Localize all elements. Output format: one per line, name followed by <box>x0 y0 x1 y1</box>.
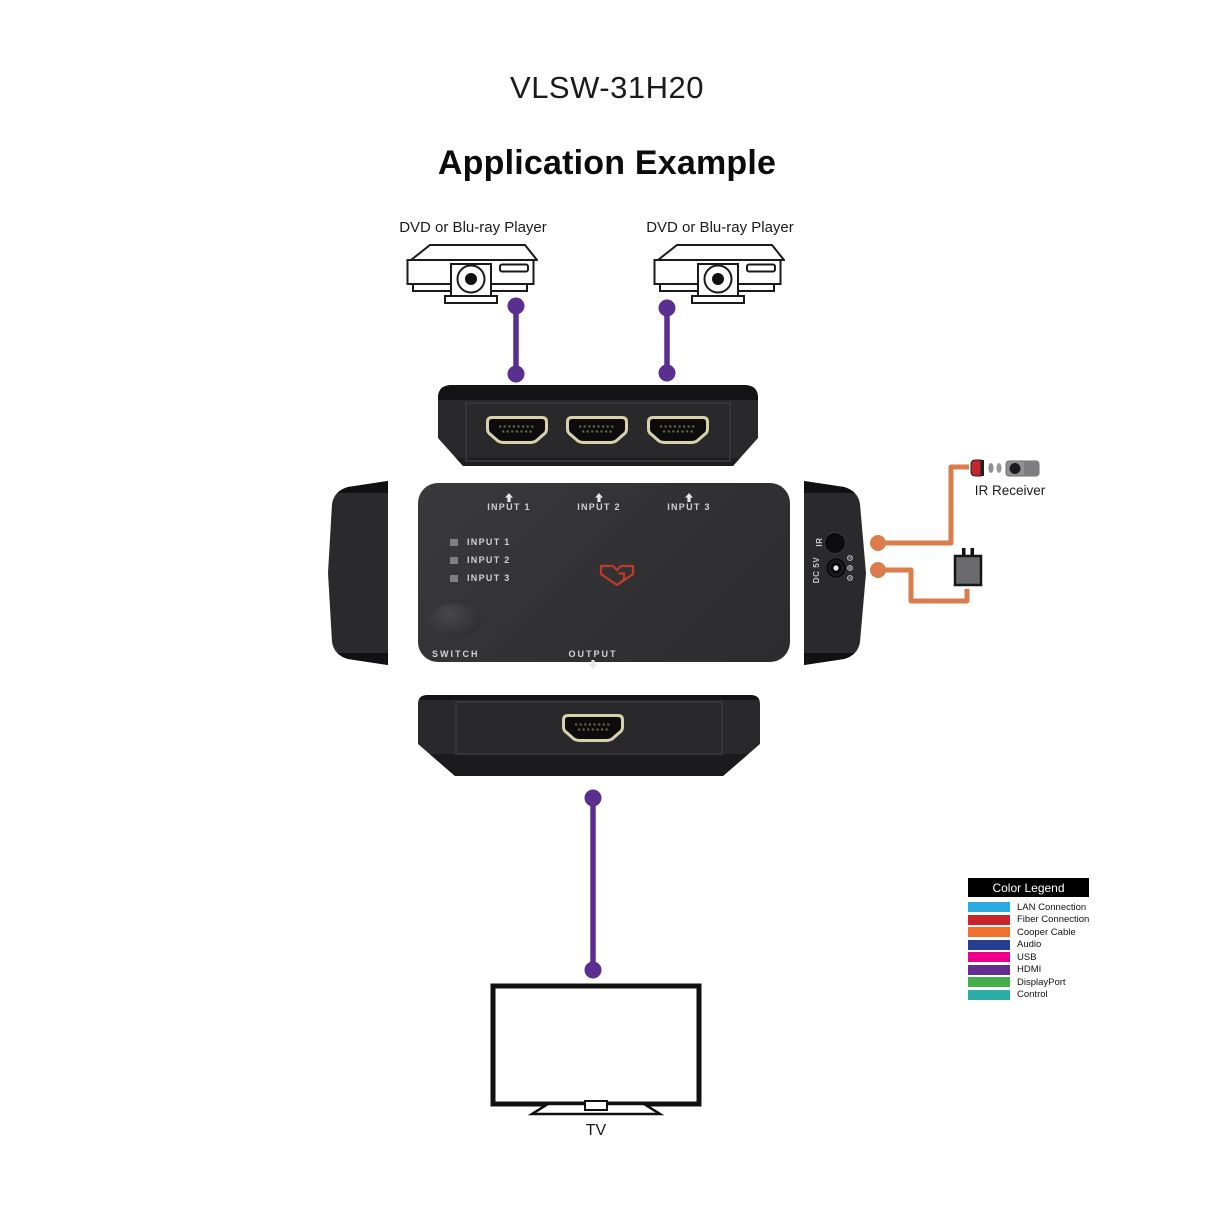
hdmi-input3-port <box>647 416 709 444</box>
legend-row-audio: Audio <box>968 939 1138 950</box>
output-port-label: OUTPUT <box>568 649 618 659</box>
disc-icon <box>465 273 477 285</box>
legend-label: Fiber Connection <box>1017 914 1090 925</box>
copper-cable-ir <box>870 464 969 551</box>
hdmi-cable-output <box>584 789 602 979</box>
page-subtitle: Application Example <box>437 144 777 182</box>
legend-label: LAN Connection <box>1017 901 1087 913</box>
input3-led-label: INPUT 3 <box>467 573 511 583</box>
input3-arrow-icon <box>685 493 693 502</box>
legend-swatch <box>968 989 1010 1000</box>
page-title: VLSW-31H20 <box>510 70 704 105</box>
copper-cable-power <box>870 562 970 604</box>
hdmi-cable-input1 <box>507 297 525 383</box>
brand-logo-icon <box>599 564 635 587</box>
legend-swatch <box>968 939 1010 950</box>
legend-swatch <box>968 927 1010 937</box>
input2-arrow-icon <box>595 493 603 502</box>
legend-rows: LAN Connection Fiber Connection Cooper C… <box>968 902 1138 1000</box>
legend-row-control: Control <box>968 989 1138 1000</box>
legend-row-displayport: DisplayPort <box>968 976 1138 988</box>
ir-receiver-label: IR Receiver <box>974 483 1046 498</box>
color-legend: Color Legend LAN Connection Fiber Connec… <box>968 878 1138 1000</box>
tv-label: TV <box>585 1122 607 1139</box>
legend-label: HDMI <box>1017 964 1042 975</box>
legend-swatch <box>968 902 1010 912</box>
dc-power-port <box>826 558 846 578</box>
switch-button[interactable] <box>427 604 481 638</box>
input2-led-indicator <box>450 556 458 564</box>
switch-button-label: SWITCH <box>432 649 480 659</box>
hdmi-input1-port <box>486 416 548 444</box>
legend-swatch <box>968 977 1010 987</box>
input2-port-label: INPUT 2 <box>577 502 621 512</box>
source-1-label: DVD or Blu-ray Player <box>399 219 547 236</box>
switch-rear-view <box>438 385 758 466</box>
switch-left-side-view <box>328 481 388 665</box>
input1-port-label: INPUT 1 <box>487 502 531 512</box>
legend-label: USB <box>1017 951 1037 963</box>
dvd-player-1-illustration <box>406 244 538 304</box>
switch-output-view <box>418 695 760 776</box>
legend-row-copper: Cooper Cable <box>968 926 1138 938</box>
legend-swatch <box>968 914 1010 925</box>
legend-row-hdmi: HDMI <box>968 964 1138 975</box>
hdmi-switch-top-view: INPUT 1 INPUT 2 INPUT 3 INPUT 1 INPUT 2 … <box>418 483 790 662</box>
switch-right-side-view <box>804 481 866 665</box>
input3-led-row: INPUT 3 <box>450 573 511 583</box>
input1-led-indicator <box>450 538 458 546</box>
legend-header: Color Legend <box>968 878 1089 897</box>
legend-swatch <box>968 952 1010 962</box>
ir-receiver-icon <box>970 459 1040 477</box>
legend-swatch <box>968 964 1010 975</box>
input2-led-row: INPUT 2 <box>450 555 511 565</box>
disc-icon <box>712 273 724 285</box>
legend-label: Audio <box>1017 939 1042 950</box>
ir-port <box>824 532 846 554</box>
legend-row-lan: LAN Connection <box>968 901 1138 913</box>
input1-arrow-icon <box>505 493 513 502</box>
legend-row-usb: USB <box>968 951 1138 963</box>
legend-row-fiber: Fiber Connection <box>968 914 1138 925</box>
polarity-symbol <box>847 555 853 581</box>
input2-led-label: INPUT 2 <box>467 555 511 565</box>
input1-led-label: INPUT 1 <box>467 537 511 547</box>
input3-port-label: INPUT 3 <box>667 502 711 512</box>
legend-label: Control <box>1017 989 1048 1000</box>
dvd-player-2-illustration <box>653 244 785 304</box>
source-2-label: DVD or Blu-ray Player <box>646 219 794 236</box>
tv-illustration <box>490 983 702 1116</box>
input3-led-indicator <box>450 574 458 582</box>
legend-label: DisplayPort <box>1017 976 1066 988</box>
input1-led-row: INPUT 1 <box>450 537 511 547</box>
legend-label: Cooper Cable <box>1017 926 1076 938</box>
hdmi-input2-port <box>566 416 628 444</box>
hdmi-output-port <box>562 714 624 742</box>
hdmi-cable-input2 <box>658 299 676 382</box>
power-adapter-icon <box>953 548 983 587</box>
dc-power-port-label: DC 5V <box>812 556 821 584</box>
